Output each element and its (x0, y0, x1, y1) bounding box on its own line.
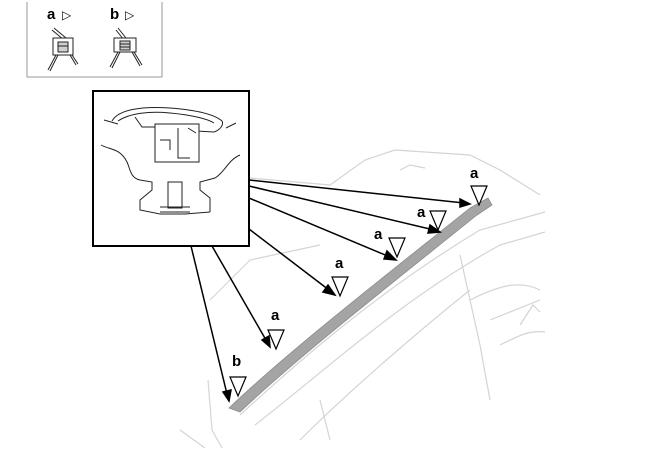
triangle-marker (470, 185, 488, 207)
triangle-marker (229, 376, 247, 398)
callout-markers (229, 185, 488, 398)
triangle-marker (331, 276, 349, 298)
legend: a ▷ b ▷ (26, 2, 163, 78)
clip-type-a-icon (47, 27, 79, 72)
legend-letter-a: a (47, 6, 56, 23)
callout-letters: b a a a a a (232, 165, 479, 370)
callout-letter-a: a (470, 165, 479, 182)
clip-detail-inset (92, 90, 250, 247)
vehicle-body-outline (179, 149, 546, 449)
callout-letter-b: b (232, 353, 241, 370)
legend-marker-a: ▷ (62, 8, 72, 22)
triangle-marker (267, 329, 285, 351)
callout-letter-a: a (335, 255, 344, 272)
clip-type-b-icon (109, 27, 143, 69)
roof-molding-clip-detail-icon (100, 107, 241, 215)
legend-marker-b: ▷ (125, 8, 135, 22)
callout-letter-a: a (417, 204, 426, 221)
triangle-marker (429, 210, 447, 232)
callout-letter-a: a (271, 307, 280, 324)
triangle-marker (388, 237, 406, 259)
callout-letter-a: a (374, 226, 383, 243)
roof-molding-strip (228, 197, 493, 413)
legend-letter-b: b (110, 6, 119, 23)
leader-arrows (190, 179, 473, 403)
